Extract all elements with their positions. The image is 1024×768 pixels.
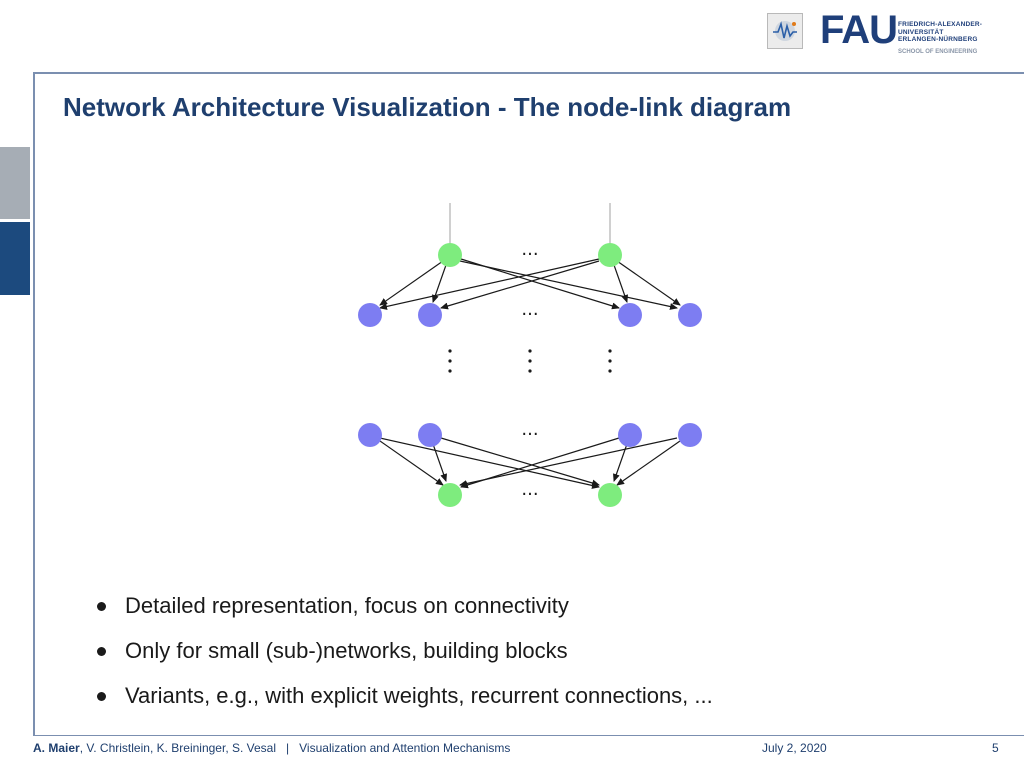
edge <box>379 258 600 310</box>
university-name: FRIEDRICH-ALEXANDER- UNIVERSITÄT ERLANGE… <box>898 21 982 44</box>
input-node <box>438 243 462 267</box>
hidden-layer-bottom <box>358 423 702 447</box>
hidden-node <box>618 303 642 327</box>
vertical-ellipsis-center <box>528 349 532 373</box>
bullet-text: Only for small (sub-)networks, building … <box>125 638 568 663</box>
bullet-list: Detailed representation, focus on connec… <box>95 590 713 725</box>
hidden-layer-top <box>358 303 702 327</box>
frame-top-rule <box>33 72 1024 74</box>
edges-bottom <box>379 437 681 489</box>
hidden-node <box>358 423 382 447</box>
edges-top <box>379 258 681 310</box>
university-line-3: ERLANGEN-NÜRNBERG <box>898 36 978 43</box>
ellipsis-hidden-top-row: ... <box>521 299 538 320</box>
slide-title: Network Architecture Visualization - The… <box>63 92 792 122</box>
vertical-ellipses <box>448 349 612 373</box>
edge <box>440 260 600 310</box>
university-line-2: UNIVERSITÄT <box>898 28 944 36</box>
bullet-dot-icon <box>97 602 106 611</box>
fau-logo: FAU <box>820 8 898 52</box>
hidden-node <box>678 303 702 327</box>
edge <box>379 260 444 306</box>
frame-left-rule <box>33 72 35 736</box>
vertical-ellipsis-left <box>448 349 452 373</box>
hidden-node <box>358 303 382 327</box>
edge <box>616 440 681 486</box>
ellipsis-output-row: ... <box>521 479 538 500</box>
bullet-item: Variants, e.g., with explicit weights, r… <box>95 680 713 725</box>
university-line-1: FRIEDRICH-ALEXANDER- <box>898 21 983 28</box>
footer-lecture: Visualization and Attention Mechanisms <box>299 741 511 755</box>
hidden-node <box>418 303 442 327</box>
section-tab-active <box>0 222 30 295</box>
edge <box>459 437 678 487</box>
horizontal-ellipses: ... ... ... ... <box>521 239 538 500</box>
node-link-diagram: ... ... ... ... <box>358 203 702 507</box>
edge <box>613 443 628 482</box>
output-nodes <box>438 483 622 507</box>
footer-separator: | <box>286 741 290 755</box>
footer-coauthors: , V. Christlein, K. Breininger, S. Vesal <box>79 741 277 755</box>
output-node <box>598 483 622 507</box>
edge <box>379 437 600 489</box>
school-name: SCHOOL OF ENGINEERING <box>898 49 978 55</box>
edge <box>440 437 600 487</box>
edge <box>459 260 678 310</box>
lab-logo-icon <box>767 13 803 49</box>
hidden-node <box>618 423 642 447</box>
ellipsis-hidden-bottom-row: ... <box>521 419 538 440</box>
bullet-item: Detailed representation, focus on connec… <box>95 590 713 635</box>
bullet-dot-icon <box>97 692 106 701</box>
edge <box>613 264 628 303</box>
bullet-item: Only for small (sub-)networks, building … <box>95 635 713 680</box>
input-node <box>598 243 622 267</box>
edge <box>432 264 447 303</box>
ellipsis-input-row: ... <box>521 239 538 260</box>
bullet-dot-icon <box>97 647 106 656</box>
hidden-node <box>678 423 702 447</box>
section-tab-inactive <box>0 147 30 219</box>
footer-lead-author: A. Maier <box>33 741 80 755</box>
bullet-text: Variants, e.g., with explicit weights, r… <box>125 683 713 708</box>
vertical-ellipsis-right <box>608 349 612 373</box>
input-nodes <box>438 243 622 267</box>
output-node <box>438 483 462 507</box>
edge <box>616 260 681 306</box>
footer-credits: A. Maier, V. Christlein, K. Breininger, … <box>33 741 510 755</box>
bullet-text: Detailed representation, focus on connec… <box>125 593 569 618</box>
hidden-node <box>418 423 442 447</box>
frame-bottom-rule <box>33 735 1024 736</box>
edge <box>379 440 444 486</box>
edge <box>432 443 447 482</box>
page-number: 5 <box>992 741 999 755</box>
footer-date: July 2, 2020 <box>762 741 827 755</box>
